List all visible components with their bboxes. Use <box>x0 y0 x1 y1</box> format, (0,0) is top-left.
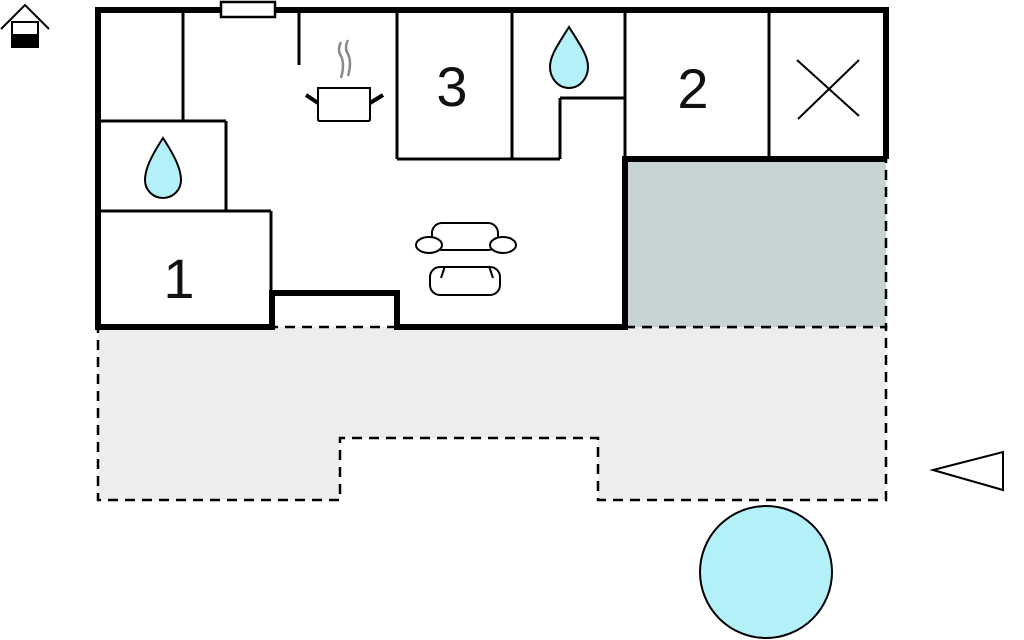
window <box>219 0 277 19</box>
pool-icon <box>699 505 833 639</box>
interior-walls <box>98 10 771 293</box>
roofed-terrace <box>623 157 888 329</box>
room-label-3: 3 <box>436 55 467 118</box>
bathroom-drop-icon <box>548 25 590 90</box>
terrace <box>96 325 888 502</box>
room-label-2: 2 <box>677 57 708 120</box>
entrance-arrow-icon <box>929 450 1004 492</box>
outer-walls <box>95 7 889 330</box>
kitchen-pot-icon <box>304 39 385 122</box>
house-interior <box>98 10 886 327</box>
room-label-1: 1 <box>163 247 194 310</box>
bathroom-drop-icon <box>143 136 183 200</box>
home-icon <box>0 3 50 48</box>
closed-area-x-icon <box>796 59 860 120</box>
sofa-icon <box>415 222 517 296</box>
